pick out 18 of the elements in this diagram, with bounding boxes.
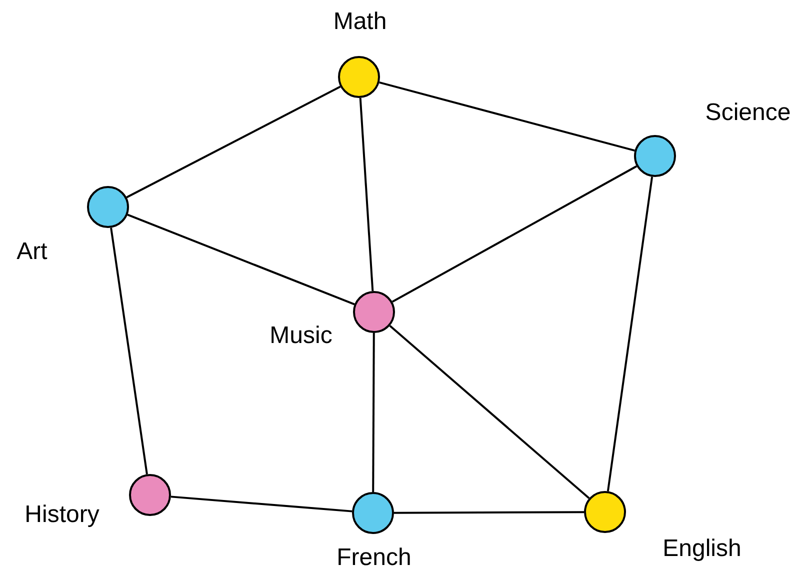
connector-line xyxy=(127,214,355,306)
connector-line xyxy=(170,496,352,512)
node-label: Math xyxy=(333,10,387,34)
node-label: French xyxy=(336,546,412,570)
node-label: English xyxy=(662,537,742,561)
node-label: History xyxy=(24,503,100,527)
connector-line xyxy=(126,86,341,198)
node-label: Science xyxy=(705,101,791,125)
connector-line xyxy=(379,81,635,152)
connector-line xyxy=(606,176,654,492)
connector-line xyxy=(392,165,638,303)
connector-line xyxy=(394,511,584,514)
connector-line xyxy=(359,98,374,292)
connector-line xyxy=(110,228,148,474)
node-label: Music xyxy=(270,324,332,348)
connector-line xyxy=(372,333,375,492)
connector-line xyxy=(389,324,590,500)
node-label: Art xyxy=(16,240,48,264)
